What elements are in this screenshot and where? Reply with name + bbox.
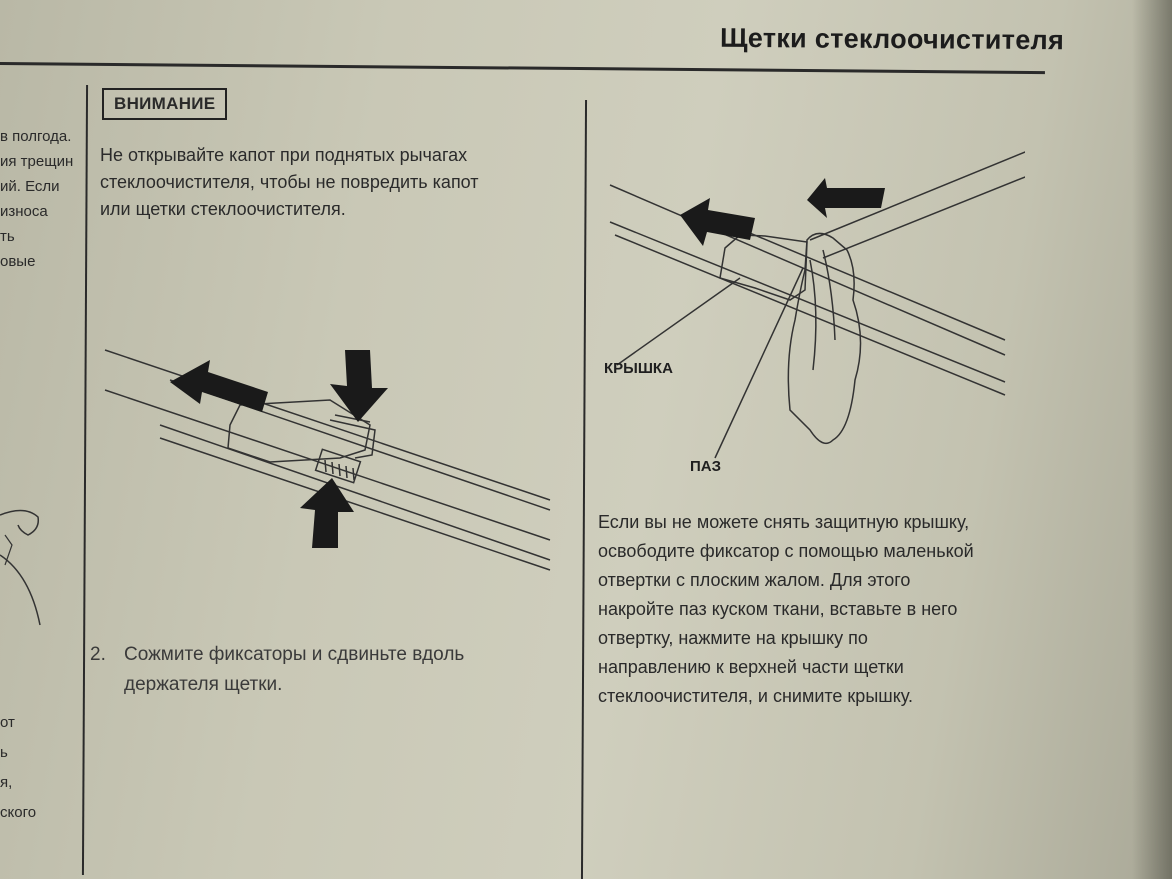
right-instruction-text: Если вы не можете снять защитную крышку,… [598,508,1038,711]
margin-line: ь [0,744,8,761]
page-title: Щетки стеклоочистителя [719,22,1065,56]
step-number: 2. [90,644,106,665]
paragraph-line: направлению к верхней части щетки [598,657,904,677]
arrow-down-icon [330,350,388,422]
warning-line: стеклоочистителя, чтобы не повредить кап… [100,172,479,192]
warning-line: или щетки стеклоочистителя. [100,199,346,219]
left-margin-text-top: в полгода. ия трещин ий. Если износа ть … [0,124,73,274]
paragraph-line: освободите фиксатор с помощью маленькой [598,541,974,561]
margin-line: ть [0,228,15,245]
paragraph-line: отвертку, нажмите на крышку по [598,628,868,648]
slot-label: ПАЗ [690,458,722,475]
column-divider-left [81,85,89,875]
warning-text: Не открывайте капот при поднятых рычагах… [100,142,570,223]
margin-line: в полгода. [0,128,72,145]
paragraph-line: отвертки с плоским жалом. Для этого [598,570,911,590]
left-margin-text-bottom: от ь я, ского [0,708,36,828]
arrow-left-icon [170,360,268,412]
curved-arrow-icon [807,178,885,218]
margin-line: от [0,714,15,731]
page-edge-shadow [1132,0,1172,879]
step-2-instruction: 2. Сожмите фиксаторы и сдвиньте вдоль дер… [90,640,560,700]
margin-line: ий. Если [0,178,60,195]
step-line: Сожмите фиксаторы и сдвиньте вдоль [124,644,465,665]
screwdriver-cloth-illustration [609,151,1025,459]
margin-line: я, [0,774,13,791]
paragraph-line: накройте паз куском ткани, вставьте в не… [598,599,958,619]
margin-line: ия трещин [0,153,74,170]
margin-line: износа [0,203,48,220]
arrow-up-icon [300,478,354,548]
wiper-clip-illustration [104,349,551,571]
arrow-shapes [170,350,388,548]
header-rule [0,62,1045,75]
car-sketch-fragment [0,509,41,626]
arrow-left-icon [680,198,755,246]
warning-label: ВНИМАНИЕ [102,88,228,120]
step-line: держателя щетки. [124,674,283,695]
margin-line: ского [0,804,37,821]
warning-line: Не открывайте капот при поднятых рычагах [100,145,468,165]
column-divider-middle [580,100,588,879]
paragraph-line: стеклоочистителя, и снимите крышку. [598,686,913,706]
cover-label: КРЫШКА [604,360,673,377]
paragraph-line: Если вы не можете снять защитную крышку, [598,512,970,532]
margin-line: овые [0,253,36,270]
